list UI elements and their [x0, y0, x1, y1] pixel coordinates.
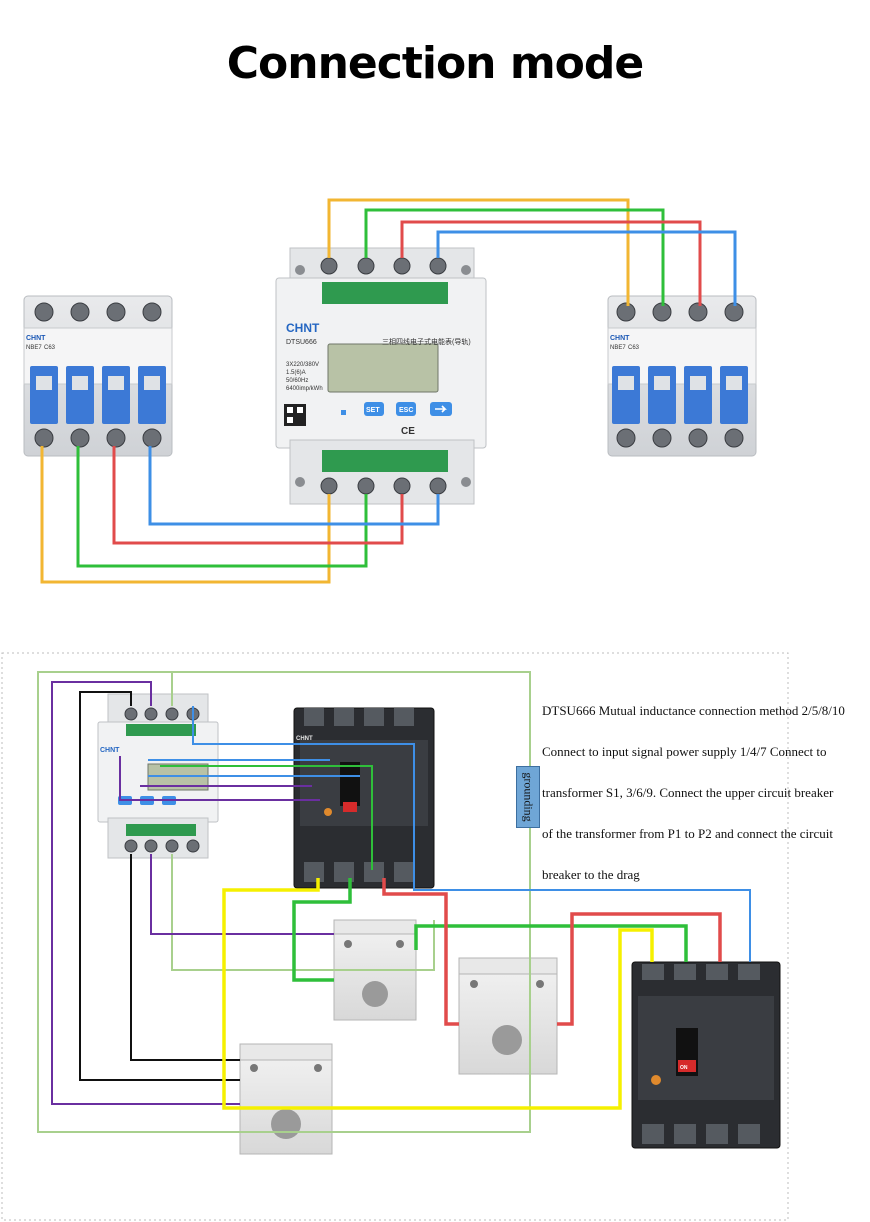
current-transformer-2 [458, 957, 558, 1075]
meter-set-button: SET [366, 407, 380, 414]
meter-spec-constant: 6400imp/kWh [286, 386, 323, 392]
mccb-input [293, 707, 435, 889]
meter-name-cn: 三相四线电子式电能表(导轨) [382, 337, 471, 346]
grounding-label: grounding [516, 766, 540, 828]
left-mcb-rating: C63 [44, 345, 56, 351]
mccb-output [631, 961, 781, 1149]
purple-signal-wire-2 [150, 854, 334, 935]
red-phase-wire-ct [557, 912, 722, 1026]
green-output-wire [76, 446, 368, 568]
wiring-diagram: CHNT NBE7 C63 CHNT NBE7 C63 [1, 198, 789, 1221]
left-mcb-brand: CHNT [26, 335, 46, 342]
bottom-wires [37, 671, 751, 1133]
energy-meter-top [275, 247, 487, 505]
description-line: DTSU666 Mutual inductance connection met… [542, 703, 845, 718]
top-wires [40, 198, 737, 584]
green-input-wire [364, 208, 665, 306]
light-green-neutral-wire [37, 671, 531, 1133]
current-transformer-3 [239, 1043, 333, 1155]
right-mcb-rating: C63 [628, 345, 640, 351]
yellow-output-wire [40, 446, 331, 584]
description-line: transformer S1, 3/6/9. Connect the upper… [542, 785, 834, 800]
blue-output-wire [148, 446, 440, 526]
red-output-wire [112, 446, 404, 545]
page: Connection mode CHNT NBE7 [1, 38, 845, 1221]
black-signal-wire-2 [130, 854, 240, 1061]
meter-brand: CHNT [286, 321, 320, 335]
meter-spec-frequency: 50/60Hz [286, 378, 308, 384]
right-mcb-brand: CHNT [610, 335, 630, 342]
meter-model: DTSU666 [286, 339, 317, 346]
right-mcb [607, 295, 757, 457]
meter-spec-current: 1.5(6)A [286, 370, 306, 376]
red-input-wire [400, 220, 702, 306]
blue-input-wire [436, 230, 737, 306]
green-meter-wire [160, 765, 373, 870]
blue-signal-wire [192, 706, 751, 962]
yellow-phase-wire [222, 878, 654, 1110]
green-phase-wire-ct [414, 924, 688, 962]
green-phase-wire [292, 878, 352, 982]
mccb-input-brand: CHNT [296, 736, 313, 742]
meter-ce-mark: CE [401, 426, 415, 437]
red-phase-wire [382, 878, 459, 1026]
bottom-power-wires [222, 878, 722, 1110]
left-mcb-model: NBE7 [26, 345, 42, 351]
meter-esc-button: ESC [399, 407, 413, 414]
black-signal-wire-1 [79, 691, 240, 1081]
connection-description: DTSU666 Mutual inductance connection met… [542, 690, 845, 895]
yellow-input-wire [327, 198, 630, 306]
grounding-text: grounding [521, 772, 536, 822]
bottom-panel-frame [1, 652, 789, 1221]
description-line: breaker to the drag [542, 867, 640, 882]
description-line: of the transformer from P1 to P2 and con… [542, 826, 833, 841]
description-line: Connect to input signal power supply 1/4… [542, 744, 827, 759]
mccb-output-on-label: ON [680, 1065, 688, 1071]
purple-signal-wire-3 [119, 756, 320, 801]
right-mcb-model: NBE7 [610, 345, 626, 351]
left-mcb [23, 295, 173, 457]
bottom-meter-brand: CHNT [100, 747, 120, 754]
page-title: Connection mode [226, 38, 645, 89]
meter-spec-voltage: 3X220/380V [286, 362, 319, 368]
purple-signal-wire-1 [51, 681, 240, 1105]
light-green-ct-wire [171, 854, 435, 971]
